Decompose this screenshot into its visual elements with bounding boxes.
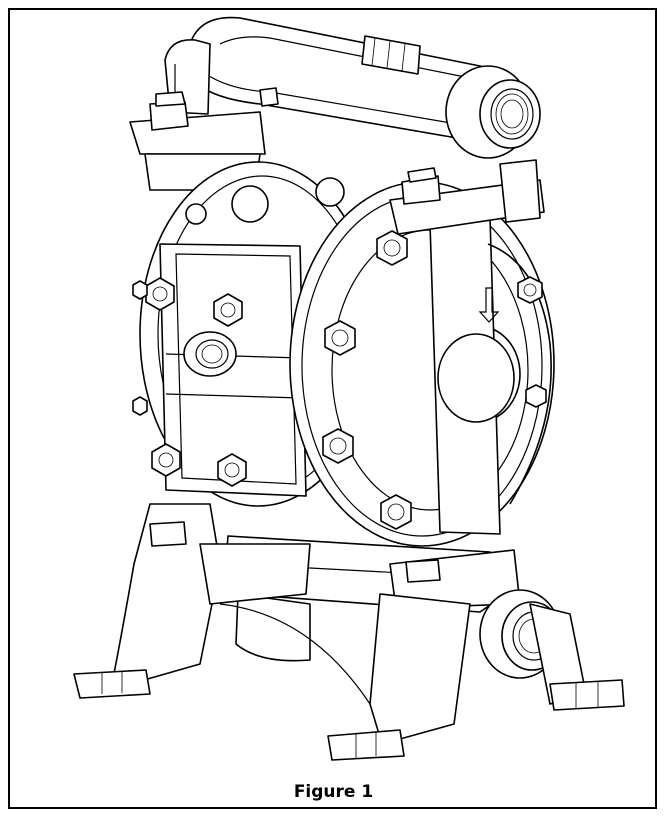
right-housing-bolts [322,230,547,530]
discharge-port [445,65,541,159]
left-housing-bolts [132,277,247,487]
diaphragm-pump-illustration [73,16,625,761]
right-diaphragm-housing [289,181,555,547]
top-right-clamp [389,159,545,235]
top-manifold [164,16,511,143]
figure-caption: Figure 1 [293,782,374,802]
pump-stand [73,503,625,761]
